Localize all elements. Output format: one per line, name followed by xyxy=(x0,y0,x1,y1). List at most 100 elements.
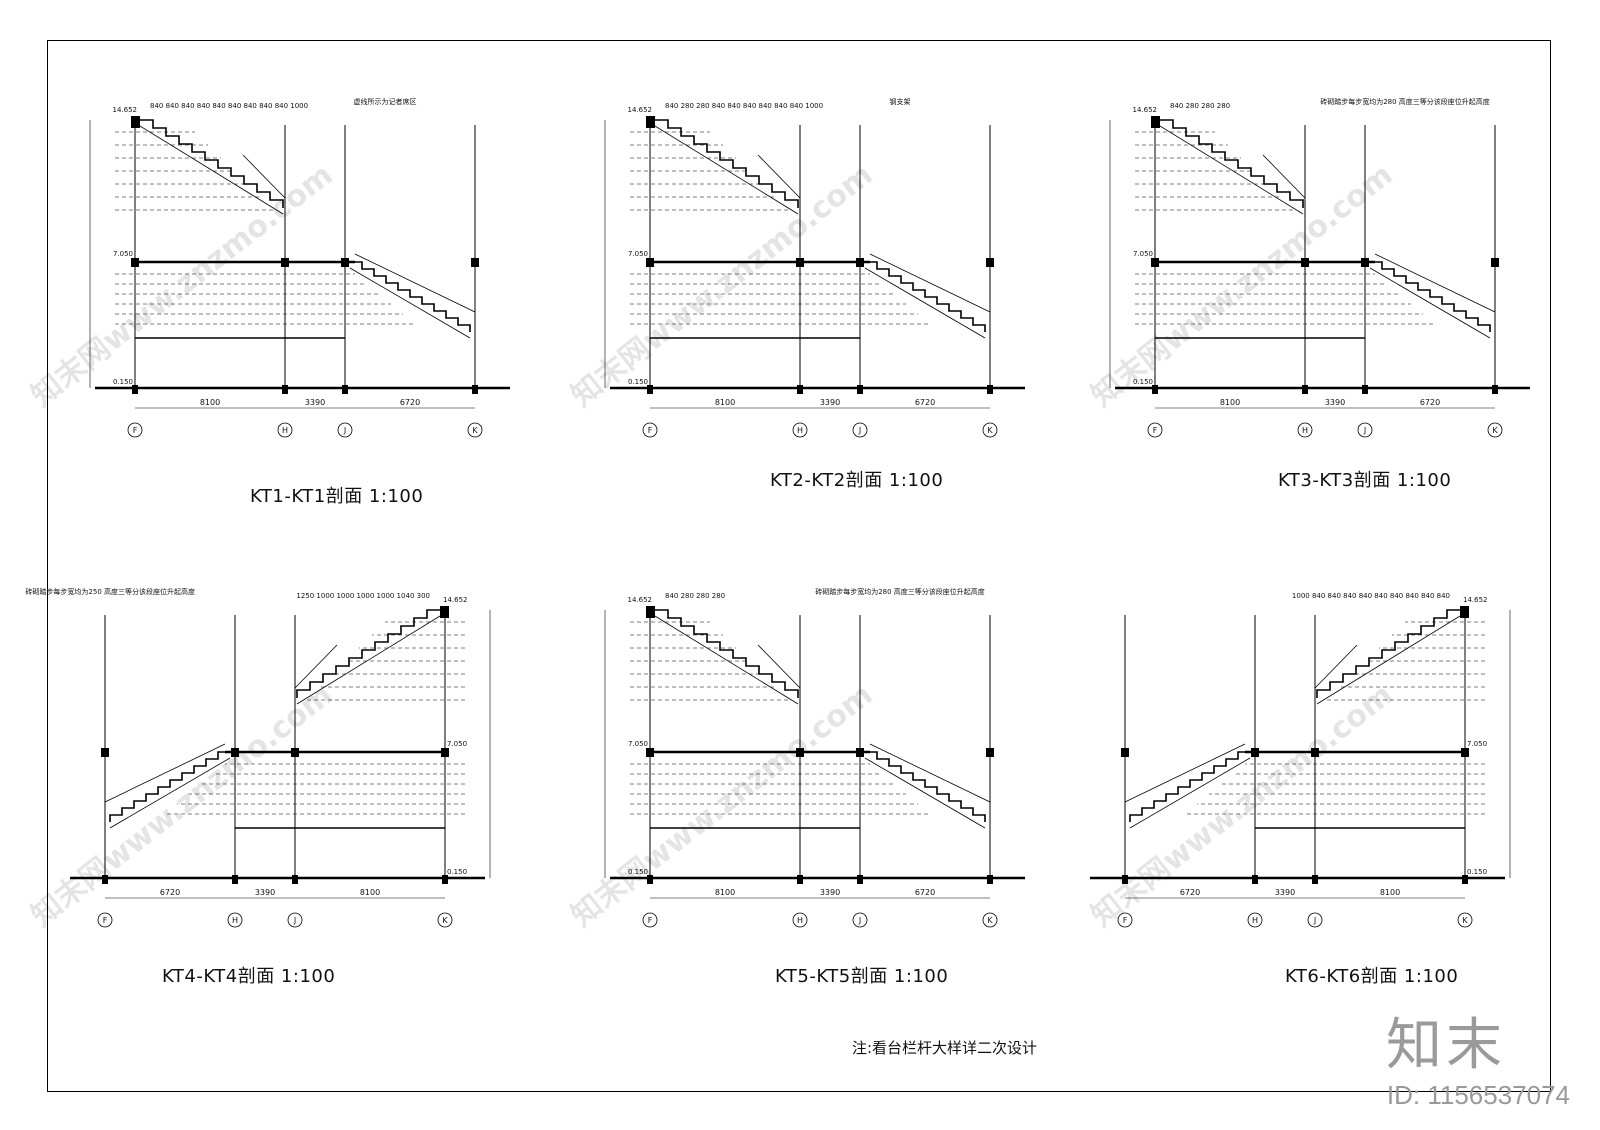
lower-tier-soffit xyxy=(864,757,986,829)
axis-bubble xyxy=(792,422,808,438)
span-dimension: 6720 xyxy=(1180,888,1200,897)
section-title: KT2-KT2剖面 1:100 xyxy=(770,470,944,491)
upper-tier-soffit xyxy=(296,615,441,705)
axis-bubble xyxy=(1297,422,1313,438)
lower-tier-soffit xyxy=(1129,757,1251,829)
column xyxy=(1151,116,1160,128)
axis-bubble xyxy=(1117,912,1133,928)
railing xyxy=(242,154,286,199)
axis-label: H xyxy=(282,426,288,435)
elevation-label: 0.150 xyxy=(113,378,133,386)
axis-label: H xyxy=(1302,426,1308,435)
elevation-label: 14.652 xyxy=(1133,106,1158,114)
column xyxy=(132,385,138,394)
column xyxy=(1492,385,1498,394)
section-geometry xyxy=(604,116,1025,409)
annotation-note: 砖砌踏步每步宽均为250 高度三等分该段座位升起高度 xyxy=(25,587,195,596)
section-drawing: 1000 840 840 840 840 840 840 840 840 840… xyxy=(1090,592,1511,928)
column xyxy=(131,258,139,267)
upper-tier-soffit xyxy=(1316,615,1461,705)
railing xyxy=(1262,154,1306,199)
section-geometry xyxy=(1090,606,1511,899)
column xyxy=(281,258,289,267)
column xyxy=(1311,748,1319,757)
column xyxy=(646,258,654,267)
span-dimension: 8100 xyxy=(715,398,735,407)
column xyxy=(292,875,298,884)
column xyxy=(1301,258,1309,267)
column xyxy=(1121,748,1129,757)
axis-bubble xyxy=(982,422,998,438)
railing xyxy=(104,743,226,803)
column xyxy=(102,875,108,884)
railing xyxy=(1124,743,1246,803)
lower-tier-soffit xyxy=(349,267,471,339)
section-title: KT5-KT5剖面 1:100 xyxy=(775,966,949,987)
column xyxy=(856,258,864,267)
annotation-note: 砖砌踏步每步宽均为280 高度三等分该段座位升起高度 xyxy=(1320,97,1490,106)
column xyxy=(856,748,864,757)
axis-label: J xyxy=(293,916,296,925)
column xyxy=(472,385,478,394)
section-title: KT4-KT4剖面 1:100 xyxy=(162,966,336,987)
lower-tier-steps xyxy=(350,261,471,332)
span-dimension: 8100 xyxy=(200,398,220,407)
upper-tier-soffit xyxy=(139,125,284,215)
column xyxy=(1362,385,1368,394)
lower-tier-steps xyxy=(1370,261,1491,332)
section-panel: 840 280 280 840 840 840 840 840 840 1000… xyxy=(570,70,1040,460)
upper-tier-soffit xyxy=(654,125,799,215)
axis-bubble xyxy=(792,912,808,928)
axis-label: K xyxy=(472,426,478,435)
column xyxy=(1152,385,1158,394)
axis-label: H xyxy=(797,426,803,435)
column xyxy=(646,606,655,618)
step-dimensions: 840 280 280 280 xyxy=(1170,102,1230,110)
step-dimensions: 840 280 280 840 840 840 840 840 840 1000 xyxy=(665,102,823,110)
upper-tier-steps xyxy=(296,609,440,698)
section-title: KT3-KT3剖面 1:100 xyxy=(1278,470,1452,491)
elevation-label: 7.050 xyxy=(1467,740,1487,748)
axis-label: K xyxy=(1462,916,1468,925)
axis-bubble xyxy=(1487,422,1503,438)
axis-label: K xyxy=(987,916,993,925)
axis-bubble xyxy=(277,422,293,438)
section-geometry xyxy=(1109,116,1530,409)
image-id: ID: 1156537074 xyxy=(1386,1080,1570,1110)
axis-label: F xyxy=(1153,426,1158,435)
column xyxy=(1252,875,1258,884)
lower-tier-soffit xyxy=(1369,267,1491,339)
axis-label: H xyxy=(232,916,238,925)
column xyxy=(440,606,449,618)
column xyxy=(1302,385,1308,394)
elevation-label: 0.150 xyxy=(1133,378,1153,386)
axis-label: J xyxy=(343,426,346,435)
span-dimension: 6720 xyxy=(915,888,935,897)
railing xyxy=(869,743,991,803)
column xyxy=(986,258,994,267)
column xyxy=(857,875,863,884)
lower-tier-steps xyxy=(865,261,986,332)
elevation-label: 0.150 xyxy=(447,868,467,876)
column xyxy=(797,385,803,394)
column xyxy=(1361,258,1369,267)
column xyxy=(341,258,349,267)
elevation-label: 14.652 xyxy=(628,596,653,604)
upper-tier-soffit xyxy=(654,615,799,705)
column xyxy=(441,748,449,757)
brand-logo: 知末 xyxy=(1386,1013,1506,1078)
railing xyxy=(1314,644,1358,689)
axis-bubble xyxy=(227,912,243,928)
column xyxy=(231,748,239,757)
column xyxy=(471,258,479,267)
drawing-frame xyxy=(47,40,1551,1092)
span-dimension: 8100 xyxy=(360,888,380,897)
axis-bubble xyxy=(337,422,353,438)
railing xyxy=(757,644,801,689)
column xyxy=(986,748,994,757)
section-geometry xyxy=(89,116,510,409)
elevation-label: 0.150 xyxy=(628,868,648,876)
annotation-note: 虚线所示为记者席区 xyxy=(354,97,417,106)
